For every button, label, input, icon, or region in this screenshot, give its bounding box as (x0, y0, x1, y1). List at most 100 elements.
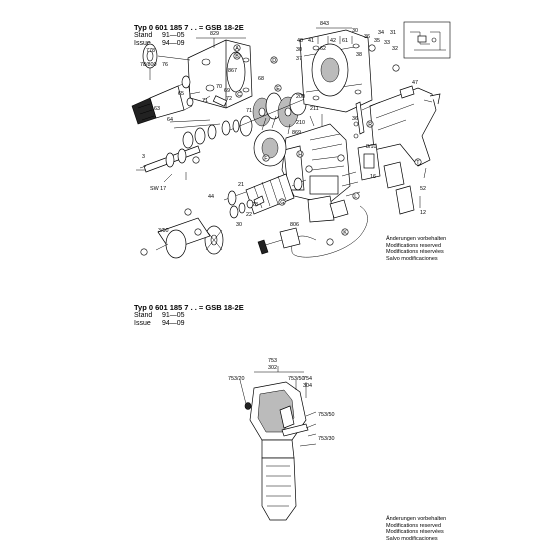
issue-key: Issue (134, 40, 151, 47)
part-label: 35 (374, 38, 380, 44)
callout-letter: L (354, 194, 357, 200)
part-label: 23 (252, 202, 258, 208)
part-label: 753/50 (318, 412, 335, 418)
part-label: 30 (236, 222, 242, 228)
part-label: 21 (238, 182, 244, 188)
part-label: 211 (310, 106, 319, 112)
part-label: 16 (370, 174, 376, 180)
part-label: 3 (142, 154, 145, 160)
part-label: 34 (378, 30, 384, 36)
motor-housing (299, 29, 373, 113)
trigger-switch (341, 143, 415, 215)
note-line: Änderungen vorbehalten (386, 516, 447, 522)
part-label: 76 (162, 62, 168, 68)
callout-letter: C (237, 92, 241, 98)
type-line: Typ 0 601 185 7 . . = GSB 18-2E (134, 23, 244, 32)
part-label: 47 (412, 80, 418, 86)
callout-letter: D (272, 58, 276, 64)
drill-chuck (131, 81, 193, 125)
part-number-labels: 829 843 778 78/800 76 867 65 63 64 71 72… (140, 21, 426, 442)
part-label: 38 (356, 52, 362, 58)
callout-letter: A (235, 46, 239, 52)
circle-letter-markers (140, 44, 422, 256)
part-label: 869 (292, 130, 301, 136)
part-label: 843 (320, 21, 329, 27)
issue-value: 94—09 (162, 40, 185, 47)
note-line: Modifications réservées (386, 529, 444, 536)
part-label: 33 (384, 40, 390, 46)
spindle-gear-set (229, 92, 313, 137)
note-line: Salvo modificaciones (386, 535, 438, 542)
part-label: 61 (342, 38, 348, 44)
fan-housing (281, 123, 351, 223)
part-label: 69 (224, 88, 230, 94)
part-label: 3/50 (158, 228, 169, 234)
part-label: 36 (364, 34, 370, 40)
part-label: 30 (352, 28, 358, 34)
note-line: Modifications reserved (386, 522, 442, 529)
leader-lines-top (149, 27, 433, 208)
part-label: 778 (146, 48, 155, 54)
part-label: SW 17 (150, 186, 166, 192)
part-label: 40 (297, 38, 303, 44)
part-label: 829 (210, 31, 219, 37)
brush-holder-and-cable (257, 199, 368, 258)
part-label: 753/30 (318, 436, 335, 442)
part-label: 753/20 (228, 376, 245, 382)
circuit-inset (403, 21, 451, 59)
dust-shield (142, 43, 191, 69)
callout-letter: G (280, 200, 284, 206)
drive-shaft-small-parts (229, 195, 265, 219)
part-label: 8/10 (366, 144, 377, 150)
fan (204, 225, 224, 255)
part-label: 753/50 (288, 376, 305, 382)
callout-letter: T (416, 160, 420, 166)
stand-key: Stand (134, 32, 153, 39)
part-label: 22 (246, 212, 252, 218)
part-label: 12 (420, 210, 426, 216)
part-label: 52 (420, 186, 426, 192)
part-label: 37 (296, 56, 302, 62)
type-line: Typ 0 601 185 7 . . = GSB 18-2E (134, 303, 244, 312)
auxiliary-handle-assembly (239, 366, 317, 521)
stand-value: 91—05 (162, 32, 185, 39)
part-label: 302 (268, 365, 277, 371)
parts-list-header-top: Typ 0 601 185 7 . . = GSB 18-2E Stand 91—… (134, 24, 244, 48)
part-label: 41 (308, 38, 314, 44)
callout-letter: R (368, 122, 372, 128)
depth-stop-parts (353, 101, 381, 139)
part-label: 36 (352, 116, 358, 122)
part-label: 806 (290, 222, 299, 228)
note-line: Modifications reserved (386, 242, 442, 249)
stand-value: 91—05 (162, 312, 185, 319)
part-label: 31 (390, 30, 396, 36)
circle-letter-labels: A B C D E F G H K L R T (235, 46, 420, 236)
callout-letter: K (343, 230, 347, 236)
note-line: Modifications réservées (386, 249, 444, 256)
field-coil (253, 129, 287, 167)
issue-value: 94—09 (162, 320, 185, 327)
part-label: 70 (216, 84, 222, 90)
note-line: Änderungen vorbehalten (386, 236, 447, 242)
part-label: 71 (246, 108, 252, 114)
part-label: 42 (330, 38, 336, 44)
bearings-and-rings (182, 119, 240, 149)
part-label: 71 (202, 98, 208, 104)
part-label: 72 (226, 96, 232, 102)
part-label: 210 (296, 120, 305, 126)
stator-guide (155, 217, 211, 259)
part-label: 754 (303, 376, 312, 382)
clutch-parts (169, 75, 228, 129)
part-label: 304 (303, 383, 312, 389)
part-label: 65 (178, 91, 184, 97)
part-label: 62 (320, 46, 326, 52)
part-label: 64 (167, 117, 173, 123)
part-label: 867 (228, 68, 237, 74)
callout-letter: H (298, 152, 302, 158)
part-label: 30 (296, 47, 302, 53)
issue-key: Issue (134, 320, 151, 327)
handle (369, 85, 441, 167)
callout-letter: F (264, 156, 268, 162)
